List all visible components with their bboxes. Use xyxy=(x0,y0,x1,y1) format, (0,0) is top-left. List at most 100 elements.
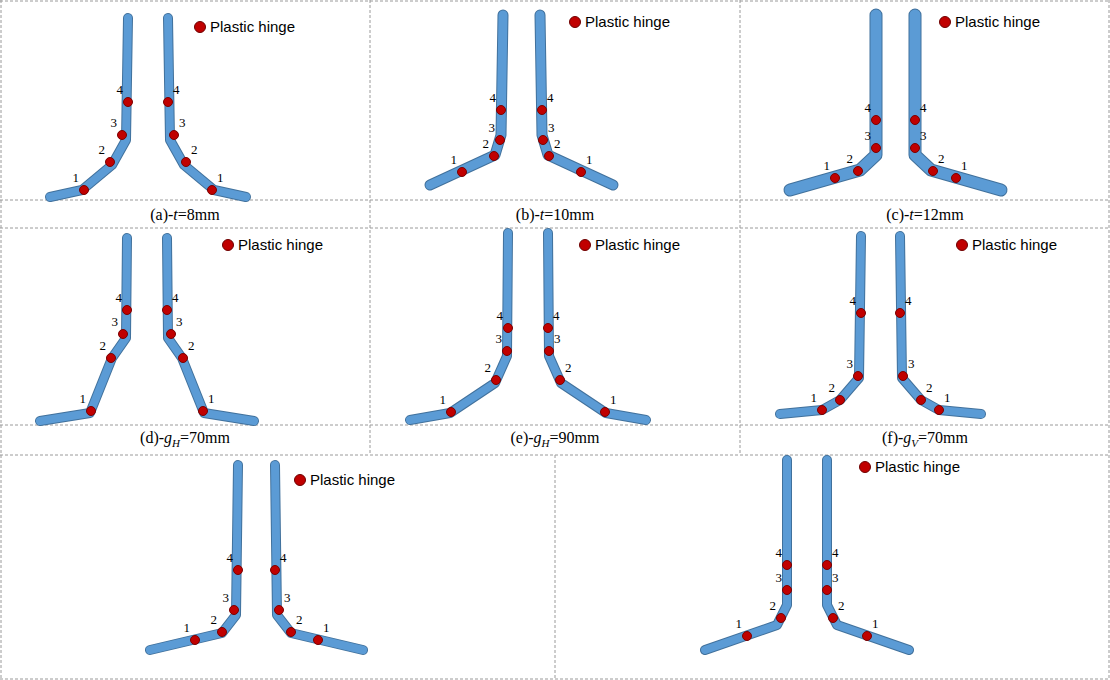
plate-outline xyxy=(40,238,127,421)
callout-number: 4 xyxy=(920,100,927,115)
callout-number: 3 xyxy=(554,331,561,346)
callout-number: 1 xyxy=(440,392,447,407)
callout-number: 3 xyxy=(920,128,927,143)
plastic-hinge-dot xyxy=(857,309,866,318)
callout-number: 4 xyxy=(490,90,497,105)
callout-number: 3 xyxy=(548,120,555,135)
plastic-hinge-dot xyxy=(118,131,127,140)
callout-number: 1 xyxy=(80,391,87,406)
callout-number: 2 xyxy=(485,360,492,375)
plastic-hinge-dot xyxy=(539,136,548,145)
steel-plate xyxy=(150,465,238,650)
callout-number: 1 xyxy=(323,620,330,635)
plastic-hinge-dot xyxy=(836,396,845,405)
plastic-hinge-dot xyxy=(106,158,115,167)
plastic-hinge-dot xyxy=(829,614,838,623)
plastic-hinge-dot xyxy=(544,324,553,333)
legend-text: Plastic hinge xyxy=(955,13,1040,31)
callout-number: 1 xyxy=(944,390,951,405)
callout-number: 4 xyxy=(117,82,124,97)
plastic-hinge-dot xyxy=(124,98,133,107)
steel-plate xyxy=(827,460,909,650)
plastic-hinge-dot xyxy=(179,354,188,363)
callout-number: 1 xyxy=(586,152,593,167)
panel-caption: (f)-gV=70mm xyxy=(740,428,1110,453)
legend-text: Plastic hinge xyxy=(595,236,680,254)
callout-number: 3 xyxy=(832,570,839,585)
plastic-hinge-dot xyxy=(929,167,938,176)
plastic-hinge-dot xyxy=(107,354,116,363)
plastic-hinge-dot xyxy=(896,309,905,318)
plastic-hinge-dot xyxy=(917,396,926,405)
panel-caption: (c)-t=12mm xyxy=(740,205,1110,225)
callout-number: 4 xyxy=(832,545,839,560)
plastic-hinge-dot xyxy=(447,408,456,417)
callout-number: 1 xyxy=(811,390,818,405)
plastic-hinge-dot xyxy=(823,586,832,595)
plate-outline xyxy=(410,233,508,420)
legend-swatch xyxy=(579,239,591,251)
callout-number: 2 xyxy=(188,338,195,353)
callout-number: 1 xyxy=(736,616,743,631)
plastic-hinge-dot xyxy=(497,106,506,115)
plate-outline xyxy=(705,460,787,650)
plastic-hinge-dot xyxy=(271,566,280,575)
callout-number: 1 xyxy=(451,152,458,167)
callout-number: 3 xyxy=(223,590,230,605)
callout-number: 3 xyxy=(112,314,119,329)
plate-outline xyxy=(548,233,646,420)
plastic-hinge-dot xyxy=(538,106,547,115)
plate-outline xyxy=(150,465,238,650)
legend-swatch xyxy=(956,239,968,251)
callout-number: 4 xyxy=(280,550,287,565)
plate-outline xyxy=(790,15,876,190)
callout-number: 2 xyxy=(938,151,945,166)
callout-number: 2 xyxy=(211,612,218,627)
callout-number: 1 xyxy=(872,616,879,631)
callout-number: 1 xyxy=(824,158,831,173)
panel-caption: (d)-gH=70mm xyxy=(0,428,370,453)
callout-number: 1 xyxy=(217,170,224,185)
callout-number: 2 xyxy=(926,380,933,395)
plastic-hinge-dot xyxy=(191,636,200,645)
callout-number: 4 xyxy=(865,100,872,115)
callout-number: 3 xyxy=(179,115,186,130)
plate-outline xyxy=(430,15,503,185)
plastic-hinge-dot xyxy=(863,632,872,641)
callout-number: 4 xyxy=(850,293,857,308)
steel-plate xyxy=(167,238,254,421)
steel-plate xyxy=(900,236,981,414)
callout-number: 3 xyxy=(908,356,915,371)
legend-text: Plastic hinge xyxy=(210,18,295,36)
plastic-hinge-dot xyxy=(234,566,243,575)
legend-text: Plastic hinge xyxy=(875,458,960,476)
legend-swatch xyxy=(194,21,206,33)
plastic-hinge-dot xyxy=(556,376,565,385)
legend-swatch xyxy=(939,16,951,28)
plastic-hinge-dot xyxy=(490,152,499,161)
plastic-hinge-dot xyxy=(275,606,284,615)
plastic-hinge-dot xyxy=(163,306,172,315)
callout-number: 1 xyxy=(184,620,191,635)
steel-plate xyxy=(780,236,861,414)
legend-text: Plastic hinge xyxy=(972,236,1057,254)
callout-number: 1 xyxy=(610,392,617,407)
callout-number: 3 xyxy=(496,331,503,346)
legend-text: Plastic hinge xyxy=(238,236,323,254)
steel-plate xyxy=(790,15,876,190)
plate-outline xyxy=(900,236,981,414)
plastic-hinge-dot xyxy=(854,167,863,176)
plastic-hinge-dot xyxy=(952,174,961,183)
callout-number: 4 xyxy=(776,545,783,560)
callout-number: 4 xyxy=(547,90,554,105)
callout-number: 4 xyxy=(116,290,123,305)
callout-number: 3 xyxy=(776,570,783,585)
legend-text: Plastic hinge xyxy=(585,13,670,31)
plastic-hinge-dot xyxy=(601,408,610,417)
steel-plate xyxy=(548,233,646,420)
callout-number: 3 xyxy=(111,115,118,130)
callout-number: 2 xyxy=(296,612,303,627)
plate-outline xyxy=(780,236,861,414)
steel-plate xyxy=(168,18,246,197)
